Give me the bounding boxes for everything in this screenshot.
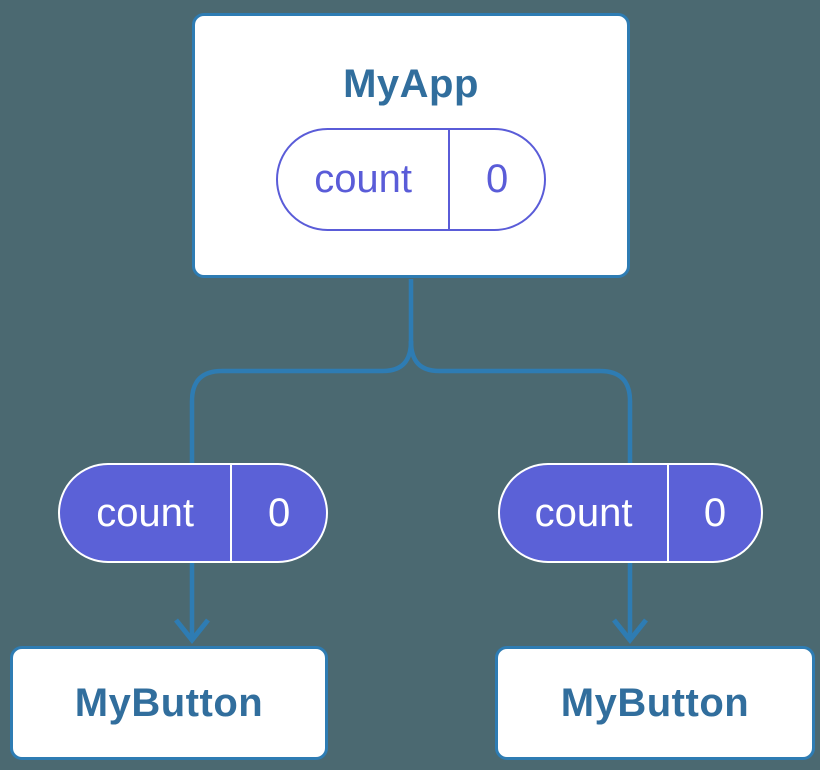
right-arrowhead-icon bbox=[612, 618, 648, 645]
right-child-component-card: MyButton bbox=[495, 646, 815, 760]
state-name-label: count bbox=[314, 157, 413, 201]
left-branch-line bbox=[189, 340, 414, 637]
child-component-label: MyButton bbox=[560, 681, 750, 725]
root-component-card: MyApp count 0 bbox=[192, 13, 630, 278]
child-component-label: MyButton bbox=[74, 681, 264, 725]
state-value-label: 0 bbox=[448, 129, 544, 229]
left-arrowhead-icon bbox=[174, 618, 210, 645]
prop-value-label: 0 bbox=[667, 465, 761, 561]
left-prop-pill: count 0 bbox=[58, 463, 328, 563]
left-child-component-card: MyButton bbox=[10, 646, 328, 760]
right-prop-pill: count 0 bbox=[498, 463, 763, 563]
root-state-pill: count 0 bbox=[276, 127, 546, 231]
prop-name-label: count bbox=[534, 491, 633, 535]
root-component-label: MyApp bbox=[343, 61, 479, 106]
prop-name-label: count bbox=[96, 491, 195, 535]
right-branch-line bbox=[408, 340, 633, 637]
prop-value-label: 0 bbox=[230, 465, 326, 561]
